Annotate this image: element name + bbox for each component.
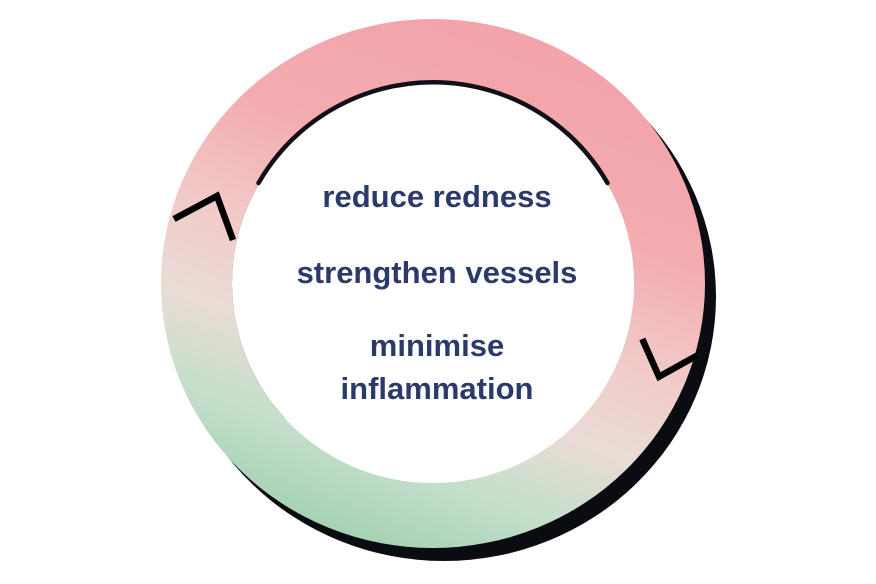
label-minimise-inflammation-line2: inflammation — [340, 371, 534, 406]
label-minimise-inflammation-line1: minimise — [369, 328, 505, 363]
inner-circle — [232, 84, 634, 483]
cycle-arrow-down-icon — [639, 337, 699, 382]
ring-labels: reduce redness strengthen vessels minimi… — [267, 175, 607, 410]
label-reduce-redness: reduce redness — [322, 179, 552, 214]
cycle-arrow-up-icon — [172, 191, 237, 242]
label-strengthen-vessels: strengthen vessels — [296, 255, 578, 290]
inner-edge-shadow-arc — [256, 80, 610, 186]
